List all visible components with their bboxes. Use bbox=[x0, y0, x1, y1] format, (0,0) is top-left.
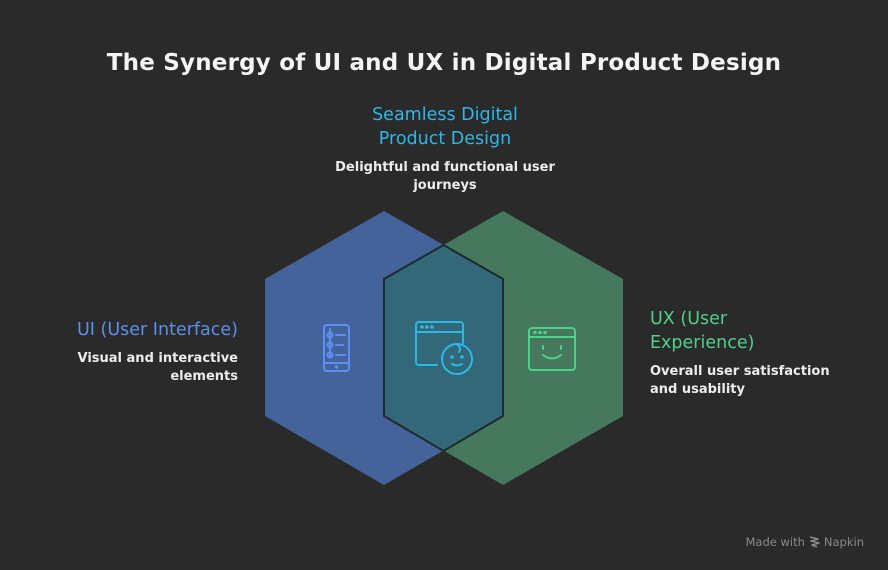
ui-description-line1: Visual and interactive bbox=[77, 351, 239, 366]
mobile-list-icon bbox=[323, 324, 350, 372]
ux-heading: UX (User Experience) bbox=[650, 307, 860, 355]
overlap-heading: Seamless Digital Product Design bbox=[300, 103, 590, 151]
made-with-napkin-badge[interactable]: Made with Napkin bbox=[746, 535, 865, 549]
ux-heading-line2: Experience) bbox=[650, 333, 755, 353]
ux-label: UX (User Experience) Overall user satisf… bbox=[650, 307, 860, 399]
napkin-logo-icon bbox=[809, 536, 820, 548]
overlap-description: Delightful and functional user journeys bbox=[300, 159, 590, 195]
overlap-hexagon bbox=[383, 243, 504, 453]
ux-description: Overall user satisfaction and usability bbox=[650, 363, 860, 399]
overlap-heading-line2: Product Design bbox=[378, 129, 512, 149]
made-with-text: Made with bbox=[745, 535, 805, 549]
ux-description-line2: and usability bbox=[650, 382, 745, 397]
ui-label: UI (User Interface) Visual and interacti… bbox=[20, 318, 238, 386]
overlap-description-line1: Delightful and functional user bbox=[335, 160, 555, 175]
overlap-description-line2: journeys bbox=[413, 178, 477, 193]
ui-heading: UI (User Interface) bbox=[77, 320, 238, 340]
overlap-label: Seamless Digital Product Design Delightf… bbox=[300, 103, 590, 195]
ux-heading-line1: UX (User bbox=[650, 309, 728, 329]
browser-baby-face-icon bbox=[415, 321, 473, 375]
page-title: The Synergy of UI and UX in Digital Prod… bbox=[106, 50, 782, 76]
napkin-brand-text: Napkin bbox=[823, 535, 864, 549]
overlap-heading-line1: Seamless Digital bbox=[372, 105, 518, 125]
browser-smile-icon bbox=[528, 327, 576, 371]
ui-description: Visual and interactive elements bbox=[20, 350, 239, 386]
ui-description-line2: elements bbox=[170, 369, 238, 384]
ux-description-line1: Overall user satisfaction bbox=[650, 364, 830, 379]
